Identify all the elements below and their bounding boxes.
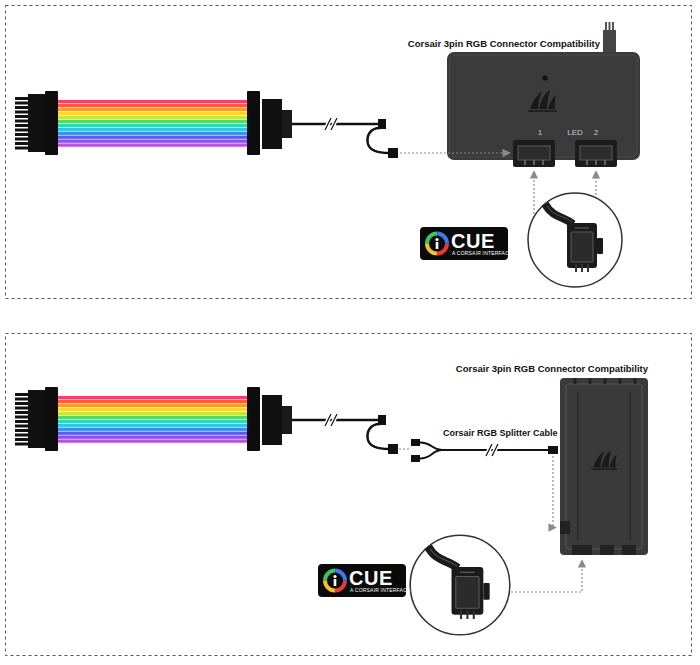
rgb-hub — [560, 378, 648, 555]
cable-label: Corsair RGB Splitter Cable — [441, 429, 560, 439]
lighting-node-box: Corsair 3pin RGB Connector Compatibility… — [447, 52, 640, 160]
logo-subtitle: A CORSAIR INTERFACE — [452, 251, 512, 257]
port-label: 2 — [594, 129, 598, 138]
logo-text: CUE — [349, 567, 393, 589]
plug-arrow — [511, 560, 582, 592]
panel-frame — [6, 334, 692, 656]
port-label: 1 — [538, 129, 542, 138]
plug-arrow — [595, 171, 596, 199]
connector-zoom — [410, 535, 510, 635]
rgb-extension-cable — [15, 387, 398, 454]
plug-arrow — [400, 152, 510, 153]
logo-subtitle: A CORSAIR INTERFACE — [350, 588, 410, 594]
rgb-hub-box: Corsair 3pin RGB Connector Compatibility — [560, 378, 648, 555]
port-label: LED — [567, 129, 583, 138]
plug-arrow — [553, 456, 556, 528]
rgb-splitter-cable — [399, 439, 558, 462]
compatibility-heading: Corsair 3pin RGB Connector Compatibility — [456, 364, 648, 374]
connector-zoom — [528, 193, 622, 287]
logo-text: CUE — [451, 230, 495, 252]
compatibility-heading: Corsair 3pin RGB Connector Compatibility — [408, 39, 600, 49]
rgb-extension-cable — [15, 91, 398, 158]
panel-frame — [6, 6, 692, 299]
plug-arrow — [533, 171, 534, 218]
